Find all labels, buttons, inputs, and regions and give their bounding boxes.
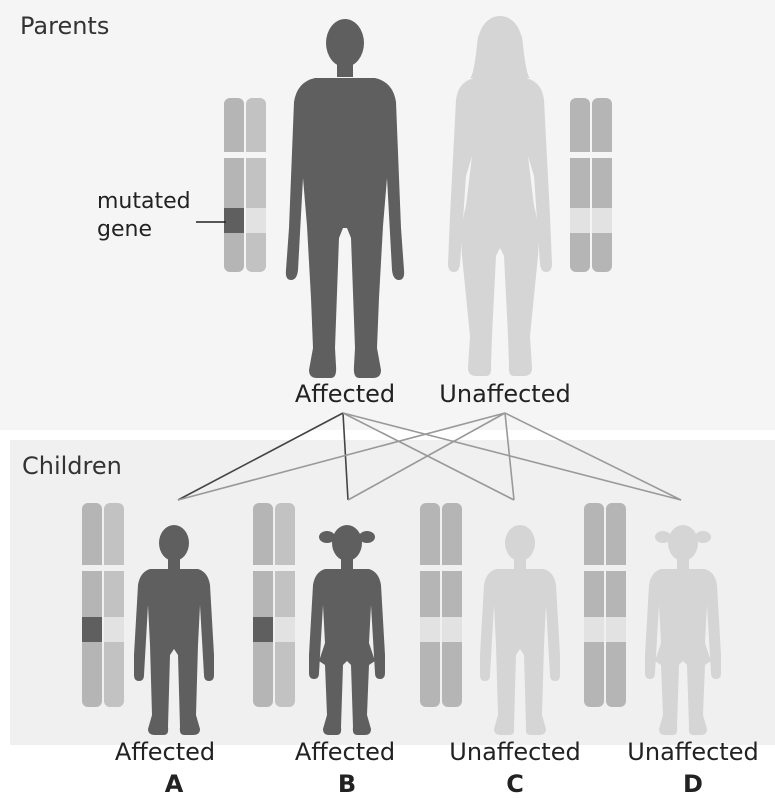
child-d-chromosome-pair	[584, 503, 626, 707]
parents-title: Parents	[20, 12, 109, 40]
child-b-letter: B	[327, 770, 367, 798]
mother-chromosome-pair	[570, 98, 612, 272]
child-d-girl-silhouette-icon	[645, 525, 721, 735]
annotation-line-2: gene	[97, 216, 191, 244]
father-silhouette-icon	[286, 19, 404, 378]
mother-silhouette-icon	[448, 16, 552, 376]
child-b-chromosome-pair	[253, 503, 295, 707]
annotation-line-1: mutated	[97, 188, 191, 216]
line-father-to-a	[178, 413, 343, 500]
child-b-label: Affected	[280, 738, 410, 766]
children-title: Children	[22, 452, 122, 480]
child-a-chromosome-pair	[82, 503, 124, 707]
child-d-label: Unaffected	[614, 738, 772, 766]
mutated-gene-band	[224, 208, 244, 233]
child-a-boy-silhouette-icon	[134, 525, 214, 735]
child-b-girl-silhouette-icon	[309, 525, 385, 735]
father-chromosome-pair	[224, 98, 266, 272]
inheritance-lines	[178, 413, 681, 500]
line-mother-to-d	[505, 413, 681, 500]
child-c-chromosome-pair	[420, 503, 462, 707]
father-label: Affected	[270, 380, 420, 408]
mother-label: Unaffected	[425, 380, 585, 408]
child-d-letter: D	[673, 770, 713, 798]
child-c-label: Unaffected	[436, 738, 594, 766]
child-a-label: Affected	[100, 738, 230, 766]
line-mother-to-b	[348, 413, 505, 500]
child-a-letter: A	[154, 770, 194, 798]
normal-gene-band	[246, 208, 266, 233]
mutated-gene-annotation: mutated gene	[97, 188, 191, 244]
line-father-to-c	[343, 413, 514, 500]
line-mother-to-a	[178, 413, 505, 500]
child-c-boy-silhouette-icon	[480, 525, 560, 735]
child-c-letter: C	[495, 770, 535, 798]
